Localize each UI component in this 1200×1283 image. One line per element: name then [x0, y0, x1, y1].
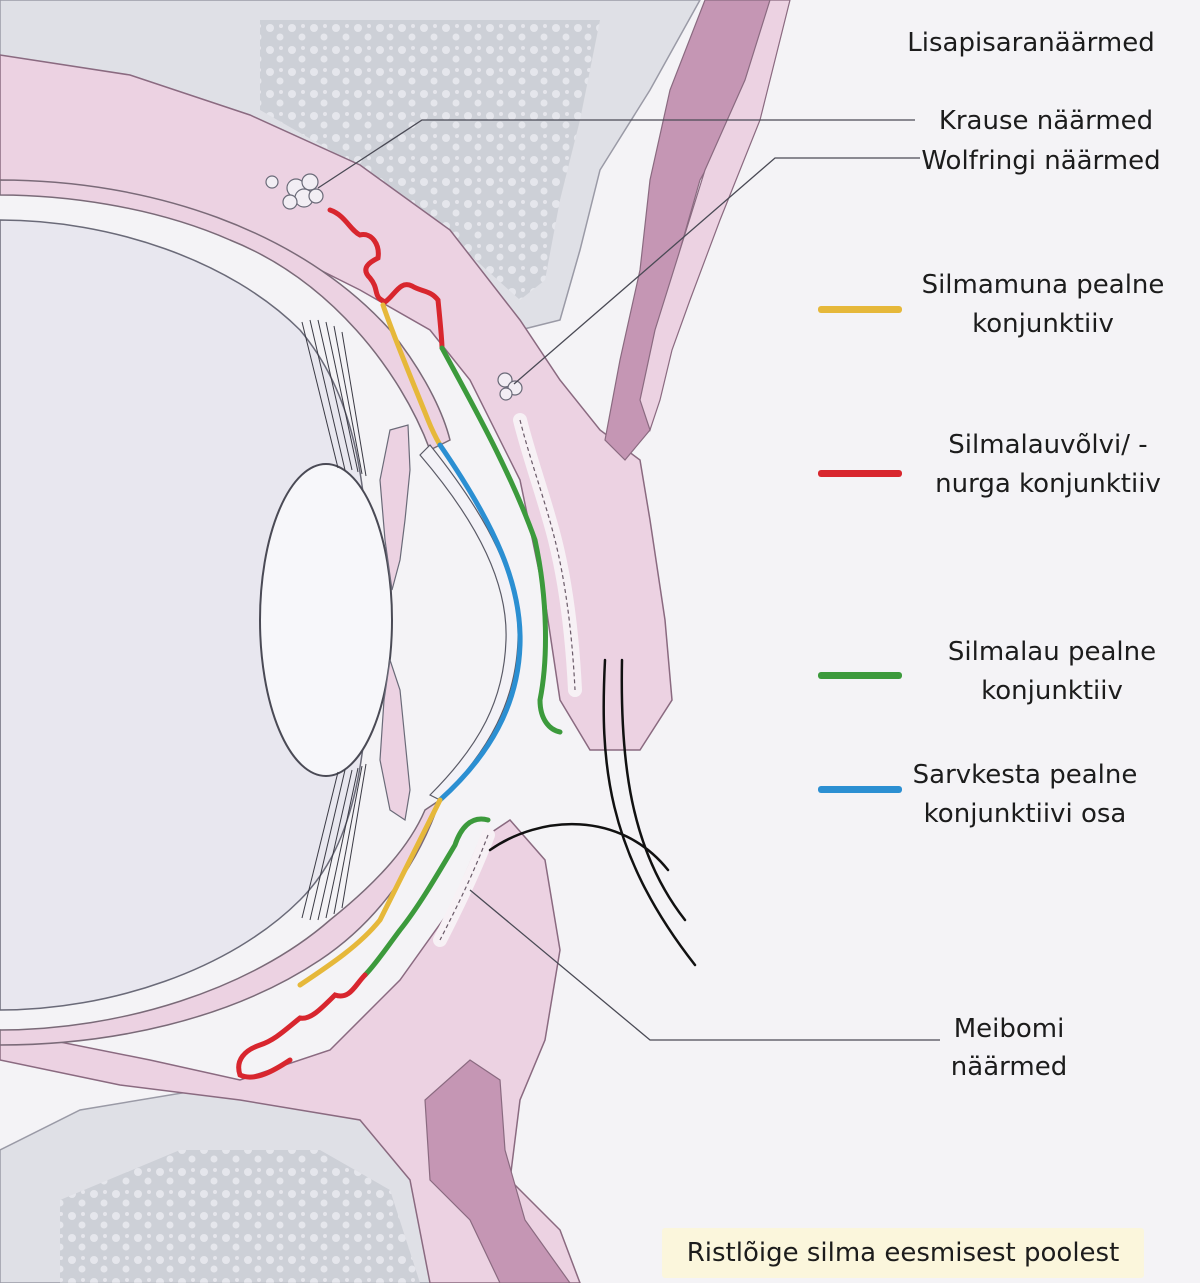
legend-bulbar-line2: konjunktiiv [972, 309, 1114, 339]
label-wolfring-glands: Wolfringi näärmed [921, 146, 1161, 176]
wolfring-glands [497, 372, 523, 401]
legend-bulbar-line1: Silmamuna pealne [921, 270, 1165, 300]
upper-fornix-conjunctiva [327, 207, 445, 351]
eyelashes [488, 658, 697, 967]
iris-upper [379, 424, 411, 591]
meibomian-gland-lower-outline [439, 834, 489, 941]
legend-swatch-fornix [818, 470, 902, 477]
lower-palpebral-conjunctiva [362, 816, 491, 978]
corneal-conjunctiva [437, 442, 523, 803]
legend-swatch-corneal [818, 786, 902, 793]
figure-caption: Ristlõige silma eesmisest poolest [662, 1228, 1144, 1278]
legend-palpebral-line1: Silmalau pealne [947, 637, 1157, 667]
ciliary-fibres [301, 319, 367, 921]
lower-bulbar-conjunctiva [297, 797, 443, 988]
lens [259, 463, 393, 777]
lower-fornix-conjunctiva [236, 972, 368, 1080]
lower-bone-marrow [60, 1150, 420, 1283]
legend-palpebral-line2: konjunktiiv [981, 676, 1123, 706]
label-lacrimal-glands: Lisapisaranäärmed [907, 28, 1155, 58]
legend-corneal-line2: konjunktiivi osa [923, 799, 1127, 829]
meibomian-gland-upper-outline [519, 419, 576, 691]
legend-fornix-line2: nurga konjunktiiv [935, 469, 1161, 499]
cornea [419, 444, 519, 801]
label-meibomian-line1: Meibomi [953, 1014, 1065, 1044]
iris-lower [379, 659, 411, 822]
upper-eyelid-skin [639, 0, 791, 432]
leader-lines [317, 119, 940, 1041]
legend-corneal-line1: Sarvkesta pealne [912, 760, 1138, 790]
upper-palpebral-conjunctiva [439, 345, 563, 735]
legend-fornix-line1: Silmalauvõlvi/ - [948, 430, 1148, 460]
label-krause-glands: Krause näärmed [938, 106, 1154, 136]
upper-bone-marrow [260, 20, 600, 300]
legend-swatch-palpebral [818, 672, 902, 679]
upper-bulbar-conjunctiva [380, 302, 443, 448]
label-meibomian-line2: näärmed [950, 1052, 1068, 1082]
krause-glands [265, 173, 324, 210]
legend-swatch-bulbar [818, 306, 902, 313]
lower-eyelid-muscle [424, 1059, 571, 1283]
